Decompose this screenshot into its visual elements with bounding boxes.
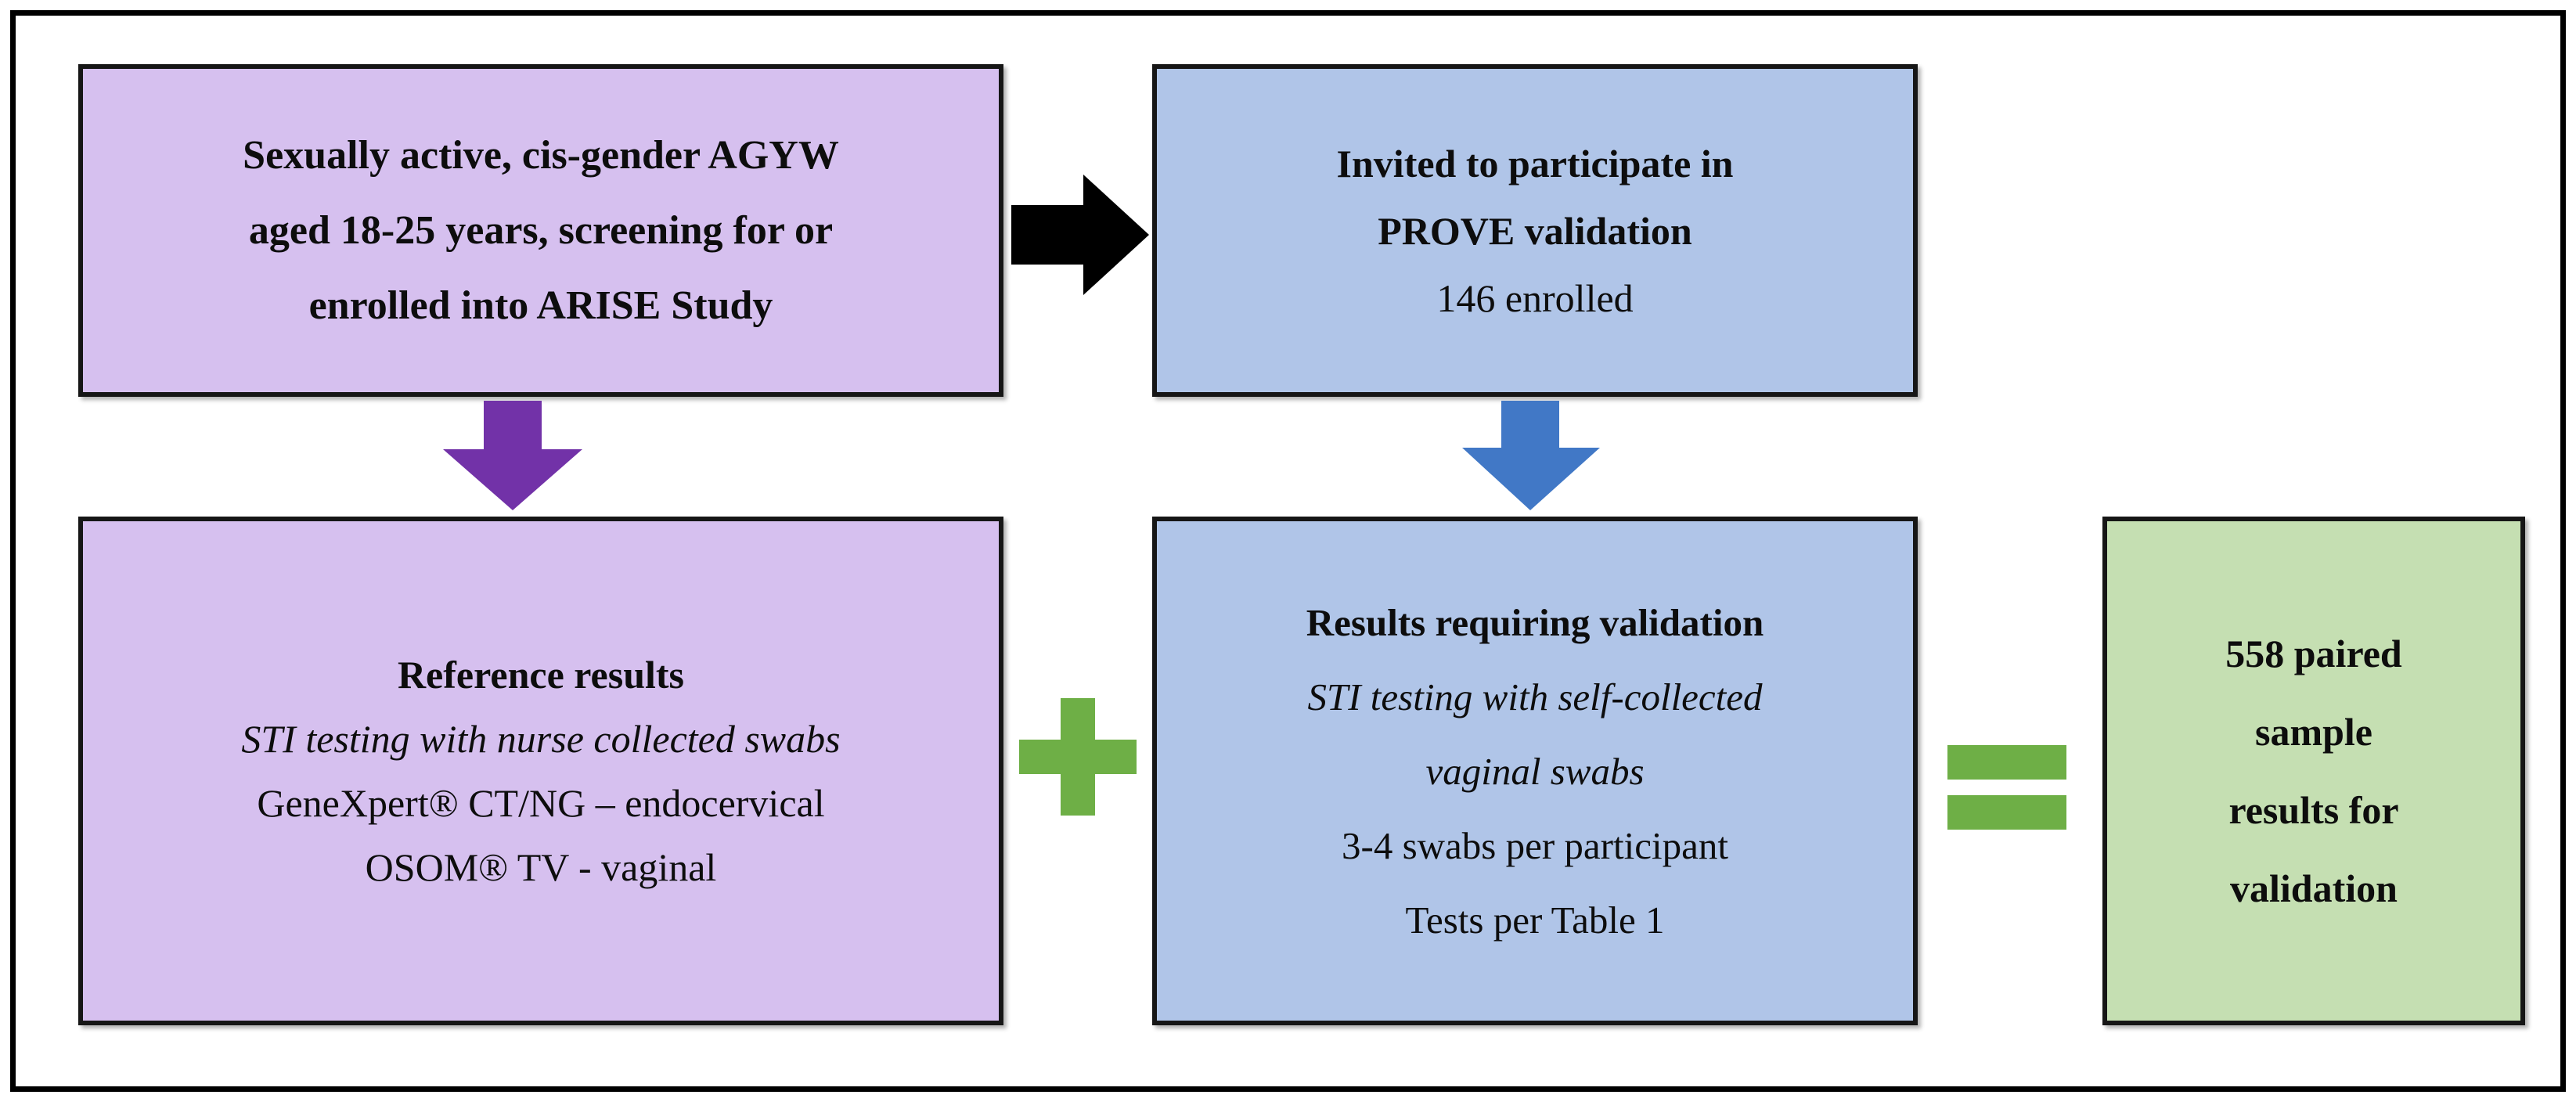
box-eligibility-line-2: aged 18-25 years, screening for or — [248, 207, 834, 253]
box-reference-line-3: GeneXpert® CT/NG – endocervical — [257, 781, 825, 825]
box-reference-line-4: OSOM® TV - vaginal — [365, 845, 717, 889]
figure-outer-frame: Sexually active, cis-gender AGYW aged 18… — [10, 10, 2566, 1092]
box-reference-results: Reference results STI testing with nurse… — [78, 517, 1003, 1025]
box-paired-line-1: 558 paired — [2225, 632, 2402, 675]
box-eligibility-line-3: enrolled into ARISE Study — [308, 283, 773, 328]
arrow-right-icon — [1011, 168, 1149, 301]
plus-icon — [1019, 698, 1137, 816]
arrow-down-icon-blue — [1462, 401, 1600, 510]
box-validation-title: Results requiring validation — [1306, 600, 1764, 644]
box-eligibility-line-1: Sexually active, cis-gender AGYW — [243, 132, 839, 178]
box-reference-title: Reference results — [397, 653, 685, 697]
box-results-requiring-validation: Results requiring validation STI testing… — [1152, 517, 1918, 1025]
box-validation-line-5: Tests per Table 1 — [1405, 898, 1665, 942]
equals-icon — [1947, 745, 2066, 830]
box-invited: Invited to participate in PROVE validati… — [1152, 64, 1918, 397]
box-paired-line-2: sample — [2255, 710, 2372, 754]
box-validation-line-4: 3-4 swabs per participant — [1342, 823, 1728, 867]
box-eligibility: Sexually active, cis-gender AGYW aged 18… — [78, 64, 1003, 397]
arrow-down-icon-purple — [443, 401, 582, 510]
box-invited-enrolled-count: 146 enrolled — [1436, 276, 1634, 320]
box-paired-line-4: validation — [2230, 866, 2398, 910]
box-validation-line-3: vaginal swabs — [1425, 749, 1645, 793]
box-paired-line-3: results for — [2228, 788, 2399, 832]
box-paired-sample-results: 558 paired sample results for validation — [2102, 517, 2525, 1025]
box-invited-line-1: Invited to participate in — [1336, 141, 1734, 185]
box-validation-line-2: STI testing with self-collected — [1307, 675, 1763, 718]
box-invited-line-2: PROVE validation — [1378, 208, 1692, 253]
box-reference-line-2: STI testing with nurse collected swabs — [241, 717, 841, 761]
